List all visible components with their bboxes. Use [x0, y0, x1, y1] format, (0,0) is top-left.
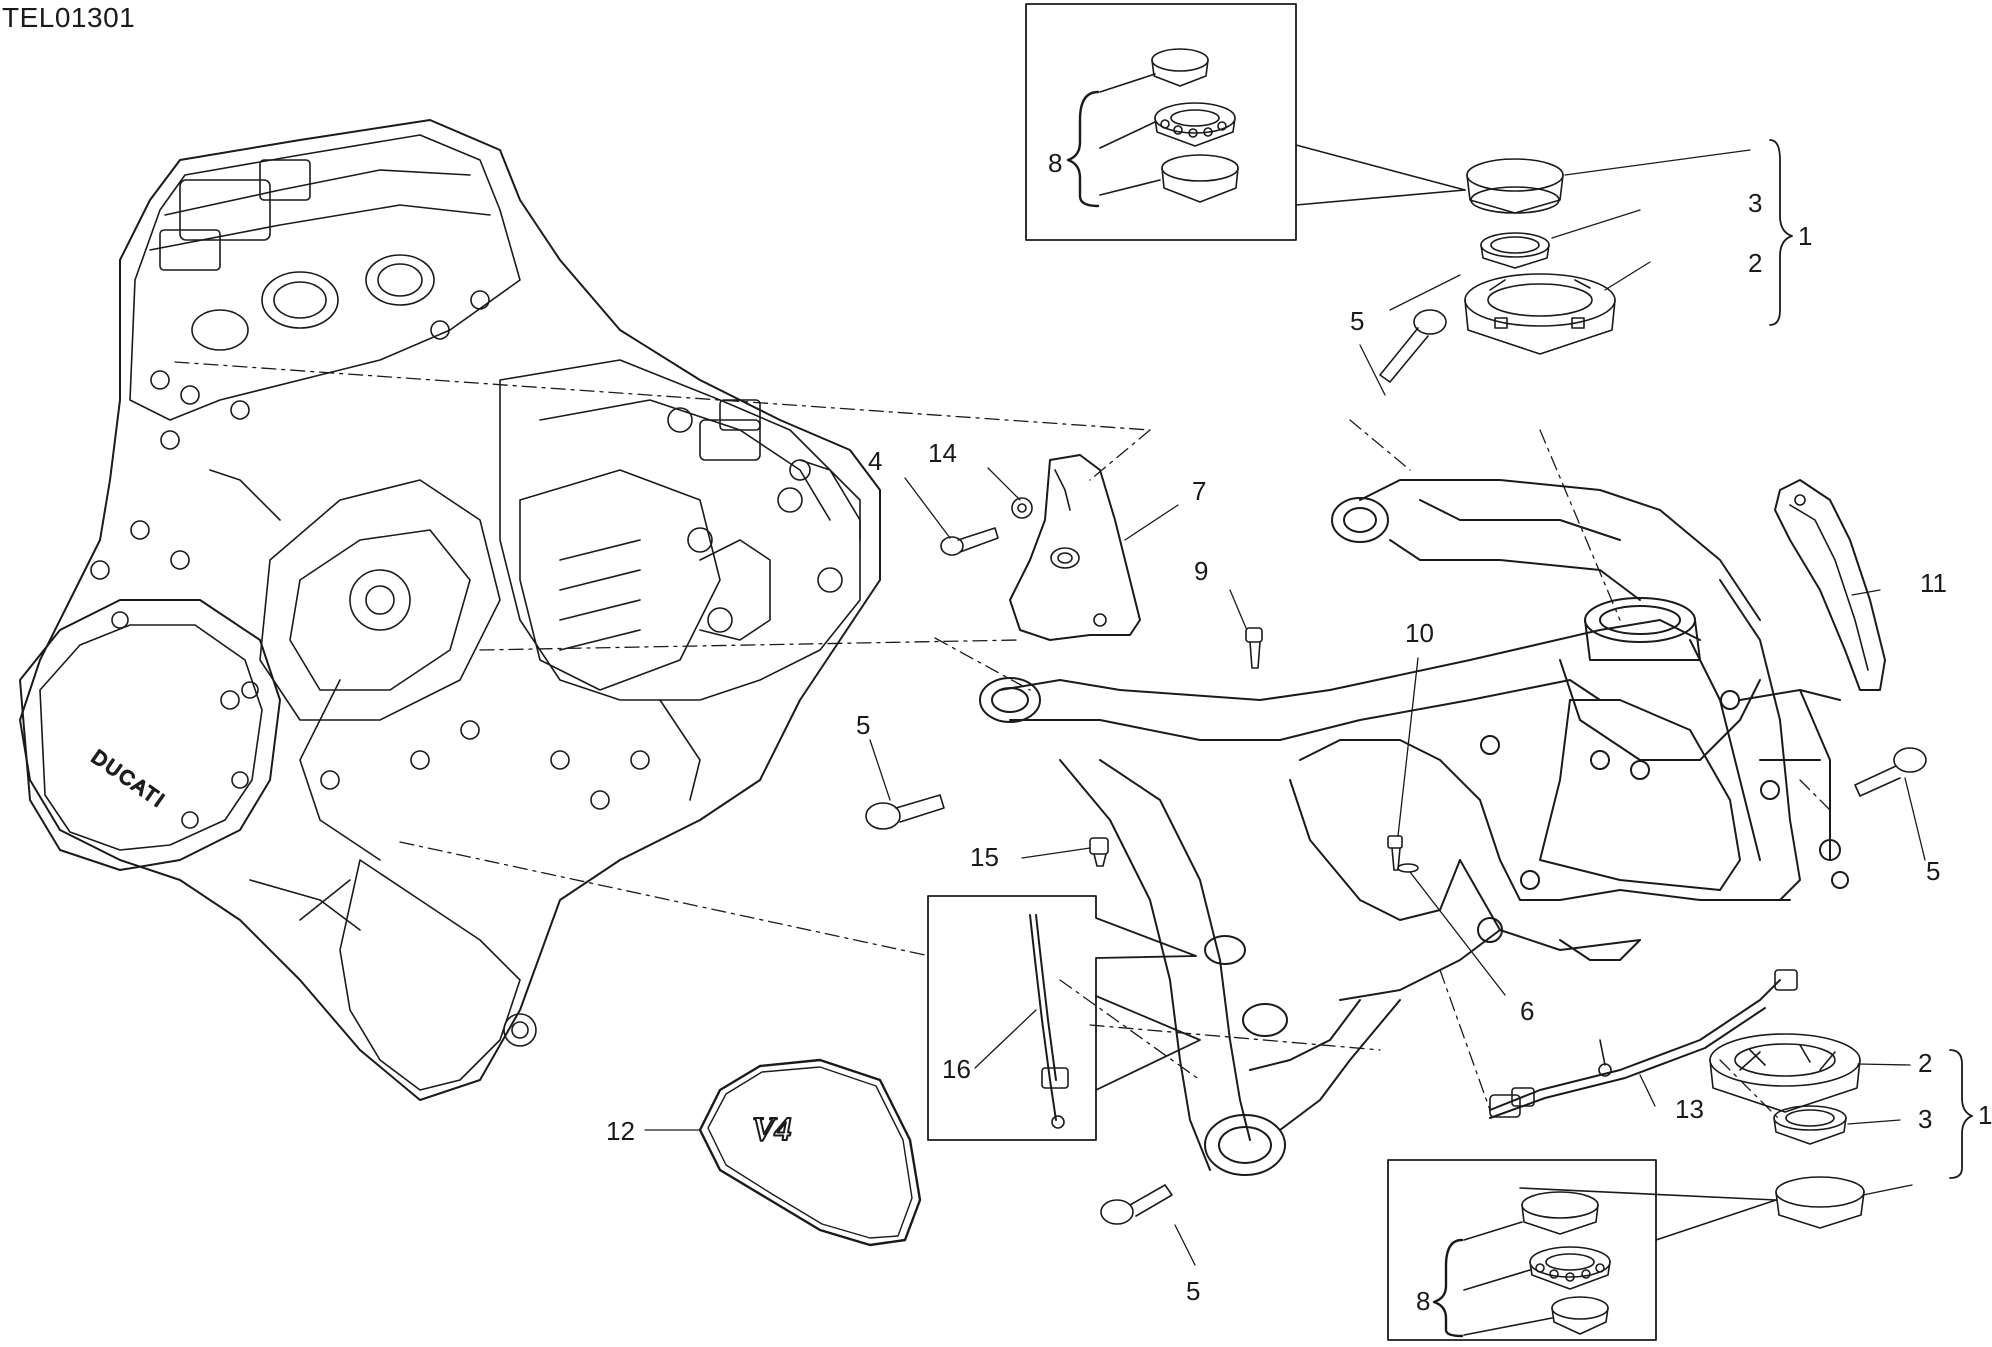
bolt-4 [940, 527, 999, 556]
screw-15 [1089, 837, 1109, 867]
callout-2-bottom: 2 [1918, 1048, 1932, 1078]
engine-brand-label: DUCATI [87, 746, 169, 813]
callout-9: 9 [1194, 556, 1208, 586]
callout-16: 16 [942, 1054, 971, 1084]
lower-bearing-set [1709, 1033, 1865, 1229]
drawing-code: TEL01301 [2, 2, 136, 33]
callout-3-bottom: 3 [1918, 1104, 1932, 1134]
cable-tie-inset-box [927, 895, 1201, 1141]
callout-13: 13 [1675, 1094, 1704, 1124]
callout-leaders [644, 139, 1973, 1266]
callout-1-top: 1 [1798, 221, 1812, 251]
callout-8-bottom: 8 [1416, 1286, 1430, 1316]
callout-7: 7 [1192, 476, 1206, 506]
callout-1-bottom: 1 [1978, 1100, 1992, 1130]
callout-5-left: 5 [856, 710, 870, 740]
fasteners [865, 309, 1927, 1225]
callout-11: 11 [1920, 568, 1947, 598]
sensor-cable-part-13 [1489, 969, 1798, 1119]
washer-6 [1397, 863, 1419, 873]
bolt-5-bottom [1100, 1184, 1173, 1225]
callout-2-top: 2 [1748, 248, 1762, 278]
callout-12: 12 [606, 1116, 635, 1146]
bolt-5-right [1854, 747, 1927, 797]
frame-assembly [979, 479, 1849, 1176]
callout-5-right: 5 [1926, 856, 1940, 886]
screw-10 [1387, 835, 1403, 871]
callout-6: 6 [1520, 996, 1534, 1026]
bracket-part-7 [1009, 454, 1141, 641]
callout-8-top: 8 [1048, 148, 1062, 178]
engine-leader-lines [174, 361, 1831, 1121]
callout-4: 4 [868, 446, 882, 476]
upper-bearing-inset-box [1025, 3, 1466, 241]
bolt-5-left [865, 794, 945, 830]
bolt-5-top [1379, 309, 1447, 383]
screw-9 [1245, 627, 1263, 669]
v4-badge-part-12: V4 [698, 1058, 922, 1247]
washer-14 [1011, 497, 1033, 519]
lower-bearing-inset-box [1387, 1159, 1777, 1341]
upper-bearing-set [1464, 158, 1616, 355]
callout-10: 10 [1405, 618, 1434, 648]
engine-assembly: DUCATI [19, 119, 881, 1101]
side-cover-part-11 [1774, 479, 1886, 691]
callout-5-bottom: 5 [1186, 1276, 1200, 1306]
v4-badge-text: V4 [752, 1111, 792, 1148]
callout-3-top: 3 [1748, 188, 1762, 218]
callout-5-top: 5 [1350, 306, 1364, 336]
callout-labels: 1 2 3 5 8 4 14 7 9 10 11 5 5 15 6 16 13 … [606, 148, 1992, 1316]
callout-14: 14 [928, 438, 957, 468]
callout-15: 15 [970, 842, 999, 872]
